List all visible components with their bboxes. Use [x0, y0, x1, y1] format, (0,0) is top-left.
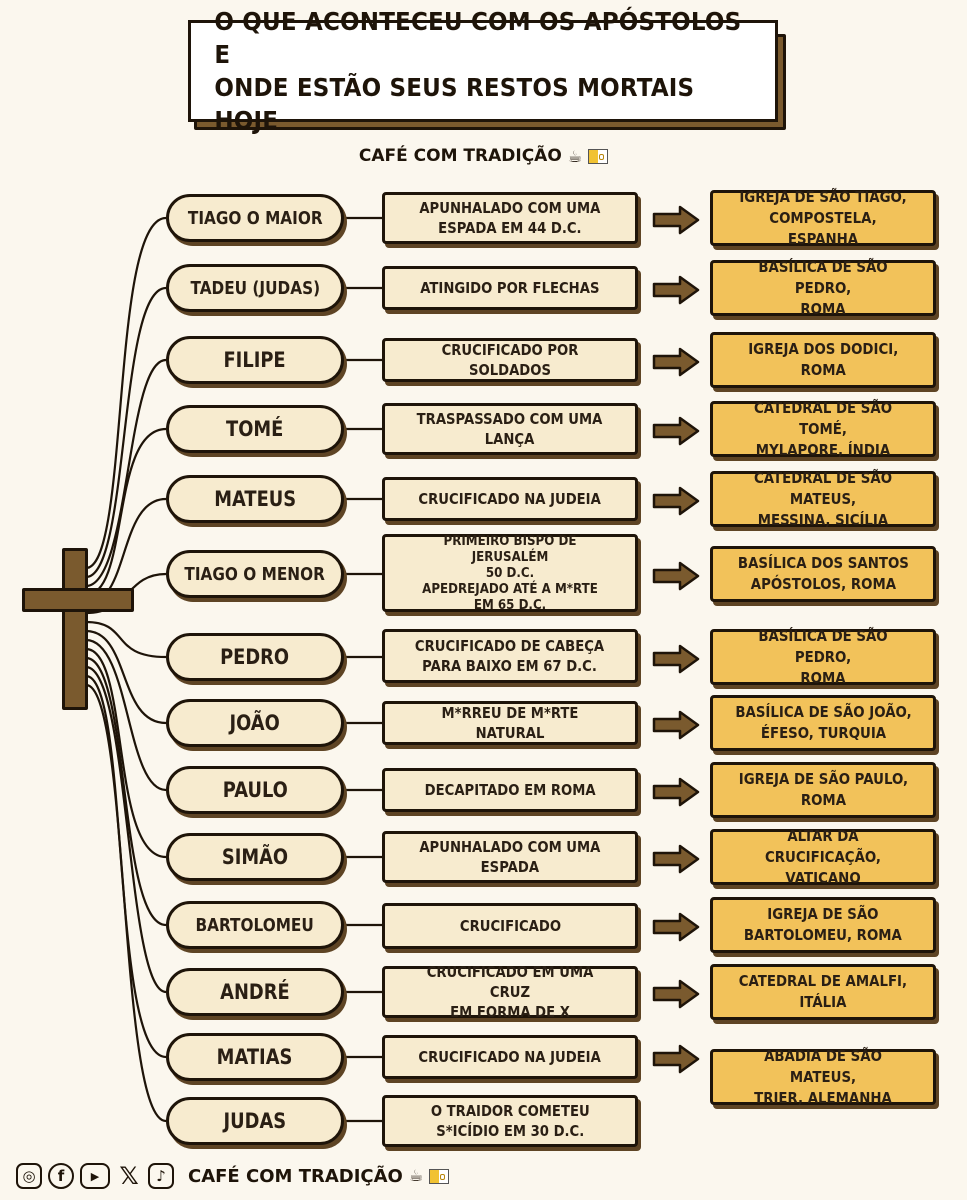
- apostle-fate: O TRAIDOR COMETEU S*ICÍDIO EM 30 D.C.: [382, 1095, 638, 1147]
- apostle-name: JOÃO: [166, 699, 344, 747]
- arrow-right-icon: [652, 275, 700, 305]
- apostle-name: TOMÉ: [166, 405, 344, 453]
- burial-place: IGREJA DE SÃO TIAGO, COMPOSTELA, ESPANHA: [710, 188, 936, 248]
- burial-place: ABADIA DE SÃO MATEUS, TRIER, ALEMANHA: [710, 1047, 936, 1107]
- apostle-row: MATEUS CRUCIFICADO NA JUDEIA CATEDRAL DE…: [0, 469, 967, 531]
- burial-place: CATEDRAL DE AMALFI, ITÁLIA: [710, 964, 936, 1020]
- burial-place: IGREJA DOS DODICI, ROMA: [710, 332, 936, 388]
- title-line-2: ONDE ESTÃO SEUS RESTOS MORTAIS HOJE: [214, 73, 695, 135]
- arrow-right-icon: [652, 644, 700, 674]
- title-line-1: O QUE ACONTECEU COM OS APÓSTOLOS E: [214, 7, 742, 69]
- apostle-name: BARTOLOMEU: [166, 901, 344, 949]
- arrow-right-icon: [652, 777, 700, 807]
- x-icon[interactable]: 𝕏: [116, 1162, 142, 1190]
- burial-place: BASÍLICA DOS SANTOS APÓSTOLOS, ROMA: [710, 546, 936, 602]
- facebook-icon[interactable]: f: [48, 1163, 74, 1189]
- apostle-name: ANDRÉ: [166, 968, 344, 1016]
- burial-place: CATEDRAL DE SÃO TOMÉ, MYLAPORE, ÍNDIA: [710, 399, 936, 459]
- title-banner: O QUE ACONTECEU COM OS APÓSTOLOS E ONDE …: [188, 7, 788, 135]
- apostle-row: TIAGO O MENOR PRIMEIRO BISPO DE JERUSALÉ…: [0, 533, 967, 613]
- burial-place: BASÍLICA DE SÃO JOÃO, ÉFESO, TURQUIA: [710, 695, 936, 751]
- connector-line: [85, 683, 167, 1123]
- title-box: O QUE ACONTECEU COM OS APÓSTOLOS E ONDE …: [188, 7, 778, 135]
- apostle-fate: APUNHALADO COM UMA ESPADA EM 44 D.C.: [382, 192, 638, 244]
- coffee-cup-icon: ☕: [408, 1168, 424, 1185]
- arrow-right-icon: [652, 416, 700, 446]
- burial-place: BASÍLICA DE SÃO PEDRO, ROMA: [710, 258, 936, 318]
- burial-place: CATEDRAL DE SÃO MATEUS, MESSINA, SICÍLIA: [710, 469, 936, 529]
- apostle-name: PAULO: [166, 766, 344, 814]
- connector-line: [85, 216, 167, 570]
- arrow-right-icon: [652, 486, 700, 516]
- apostle-name: MATIAS: [166, 1033, 344, 1081]
- connector-line: [85, 638, 167, 792]
- footer-text: CAFÉ COM TRADIÇÃO: [188, 1165, 403, 1187]
- apostle-name: TADEU (JUDAS): [166, 264, 344, 312]
- apostle-fate: APUNHALADO COM UMA ESPADA: [382, 831, 638, 883]
- apostle-row: MATIAS CRUCIFICADO NA JUDEIA ABADIA DE S…: [0, 1033, 967, 1107]
- connector-line: [85, 620, 167, 659]
- arrow-right-icon: [652, 205, 700, 235]
- apostle-fate: CRUCIFICADO DE CABEÇA PARA BAIXO EM 67 D…: [382, 629, 638, 683]
- burial-place: IGREJA DE SÃO PAULO, ROMA: [710, 762, 936, 818]
- tiktok-icon[interactable]: ♪: [148, 1163, 174, 1189]
- apostle-fate: CRUCIFICADO: [382, 903, 638, 949]
- apostle-name: JUDAS: [166, 1097, 344, 1145]
- connector-line: [85, 656, 167, 927]
- vatican-flag-icon: [429, 1168, 450, 1184]
- apostle-row: ANDRÉ CRUCIFICADO EM UMA CRUZ EM FORMA D…: [0, 963, 967, 1024]
- apostle-name: FILIPE: [166, 336, 344, 384]
- connector-line: [85, 665, 167, 994]
- cross-icon: [22, 548, 134, 710]
- connector-line: [85, 647, 167, 859]
- vatican-flag-icon: [588, 148, 609, 164]
- apostle-fate: PRIMEIRO BISPO DE JERUSALÉM 50 D.C. APED…: [382, 533, 638, 613]
- connector-line: [85, 629, 167, 725]
- apostle-fate: CRUCIFICADO POR SOLDADOS: [382, 338, 638, 382]
- apostle-fate: CRUCIFICADO NA JUDEIA: [382, 1035, 638, 1079]
- apostle-fate: M*RREU DE M*RTE NATURAL: [382, 701, 638, 745]
- apostle-name: TIAGO O MENOR: [166, 550, 344, 598]
- arrow-right-icon: [652, 979, 700, 1009]
- apostle-row: SIMÃO APUNHALADO COM UMA ESPADA ALTAR DA…: [0, 827, 967, 889]
- apostle-row: JOÃO M*RREU DE M*RTE NATURAL BASÍLICA DE…: [0, 695, 967, 755]
- apostle-fate: ATINGIDO POR FLECHAS: [382, 266, 638, 310]
- coffee-cup-icon: ☕: [567, 146, 583, 166]
- apostle-fate: DECAPITADO EM ROMA: [382, 768, 638, 812]
- apostle-name: MATEUS: [166, 475, 344, 523]
- arrow-right-icon: [652, 710, 700, 740]
- apostle-row: TOMÉ TRASPASSADO COM UMA LANÇA CATEDRAL …: [0, 399, 967, 461]
- burial-place: BASÍLICA DE SÃO PEDRO, ROMA: [710, 627, 936, 687]
- apostle-name: PEDRO: [166, 633, 344, 681]
- subtitle: CAFÉ COM TRADIÇÃO ☕: [0, 146, 967, 166]
- apostle-fate: CRUCIFICADO EM UMA CRUZ EM FORMA DE X: [382, 963, 638, 1021]
- arrow-right-icon: [652, 912, 700, 942]
- arrow-right-icon: [652, 561, 700, 591]
- youtube-icon[interactable]: ▶: [80, 1163, 110, 1189]
- apostle-name: SIMÃO: [166, 833, 344, 881]
- apostle-fate: TRASPASSADO COM UMA LANÇA: [382, 403, 638, 455]
- apostle-row: JUDAS O TRAIDOR COMETEU S*ICÍDIO EM 30 D…: [0, 1095, 967, 1153]
- arrow-right-icon: [652, 347, 700, 377]
- apostle-row: BARTOLOMEU CRUCIFICADO IGREJA DE SÃO BAR…: [0, 897, 967, 957]
- connector-line: [85, 286, 167, 579]
- apostle-row: PEDRO CRUCIFICADO DE CABEÇA PARA BAIXO E…: [0, 627, 967, 689]
- subtitle-text: CAFÉ COM TRADIÇÃO: [358, 146, 562, 166]
- connector-line: [85, 358, 167, 588]
- apostle-fate: CRUCIFICADO NA JUDEIA: [382, 477, 638, 521]
- apostle-row: FILIPE CRUCIFICADO POR SOLDADOS IGREJA D…: [0, 332, 967, 392]
- burial-place: ALTAR DA CRUCIFICAÇÃO, VATICANO: [710, 827, 936, 887]
- footer: ◎ f ▶ 𝕏 ♪ CAFÉ COM TRADIÇÃO ☕: [16, 1160, 450, 1192]
- instagram-icon[interactable]: ◎: [16, 1163, 42, 1189]
- burial-place: IGREJA DE SÃO BARTOLOMEU, ROMA: [710, 897, 936, 953]
- connector-line: [85, 427, 167, 597]
- apostle-row: TIAGO O MAIOR APUNHALADO COM UMA ESPADA …: [0, 188, 967, 250]
- apostle-row: TADEU (JUDAS) ATINGIDO POR FLECHAS BASÍL…: [0, 258, 967, 320]
- apostle-row: PAULO DECAPITADO EM ROMA IGREJA DE SÃO P…: [0, 762, 967, 822]
- apostle-name: TIAGO O MAIOR: [166, 194, 344, 242]
- arrow-right-icon: [652, 844, 700, 874]
- arrow-right-icon: [652, 1044, 700, 1074]
